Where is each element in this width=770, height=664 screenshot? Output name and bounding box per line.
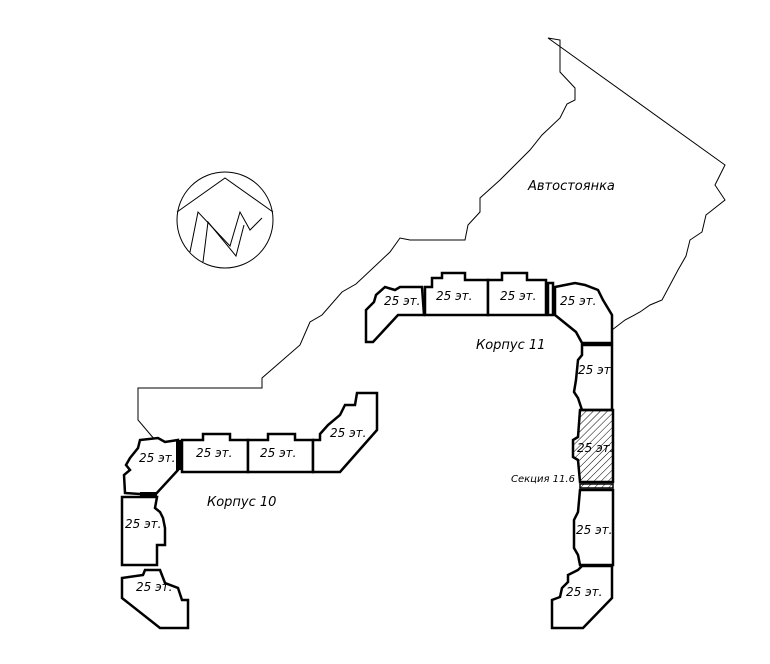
floors-label: 25 эт. [500, 289, 536, 303]
floors-label: 25 эт. [136, 580, 172, 594]
floors-label: 25 эт. [577, 441, 613, 455]
section-11-4[interactable] [553, 281, 614, 345]
building-10: 25 эт. 25 эт. 25 эт. 25 эт. 25 эт. 25 эт… [120, 391, 379, 630]
joint [176, 440, 182, 470]
building-10-label: Корпус 10 [207, 495, 276, 510]
section-10-2[interactable] [180, 432, 250, 474]
floors-label: 25 эт. [139, 451, 175, 465]
floors-label: 25 эт. [330, 426, 366, 440]
floors-label: 25 эт. [260, 446, 296, 460]
floors-label: 25 эт. [560, 294, 596, 308]
section-11-3[interactable] [486, 271, 548, 317]
building-11-label: Корпус 11 [476, 338, 545, 353]
section-11-2[interactable] [423, 271, 490, 317]
north-compass-icon [176, 171, 274, 269]
section-11-6-label: Секция 11.6 [511, 474, 575, 485]
floors-label: 25 эт. [566, 585, 602, 599]
section-10-6[interactable] [120, 568, 190, 630]
parking-outline [137, 37, 726, 441]
building-11: 25 эт. 25 эт. 25 эт. 25 эт. 25 эт. 25 эт… [364, 271, 615, 630]
section-11-1[interactable] [364, 285, 426, 344]
section-10-5[interactable] [120, 495, 167, 567]
parking-label: Автостоянка [527, 179, 615, 194]
floors-label: 25 эт. [436, 289, 472, 303]
section-11-6-highlighted[interactable] [571, 408, 615, 484]
floors-label: 25 эт. [196, 446, 232, 460]
floors-label: 25 эт. [384, 294, 420, 308]
section-10-4[interactable] [311, 391, 379, 474]
section-10-3[interactable] [246, 432, 315, 474]
section-11-5[interactable] [572, 343, 614, 412]
section-10-1[interactable] [122, 436, 180, 497]
section-11-8[interactable] [550, 564, 614, 630]
joint [140, 492, 157, 497]
section-11-7[interactable] [572, 488, 615, 567]
section-11-6-strip [579, 483, 614, 489]
joint [546, 281, 555, 317]
floors-label: 25 эт. [125, 517, 161, 531]
floors-label: 25 эт. [578, 363, 614, 377]
floors-label: 25 эт. [576, 523, 612, 537]
